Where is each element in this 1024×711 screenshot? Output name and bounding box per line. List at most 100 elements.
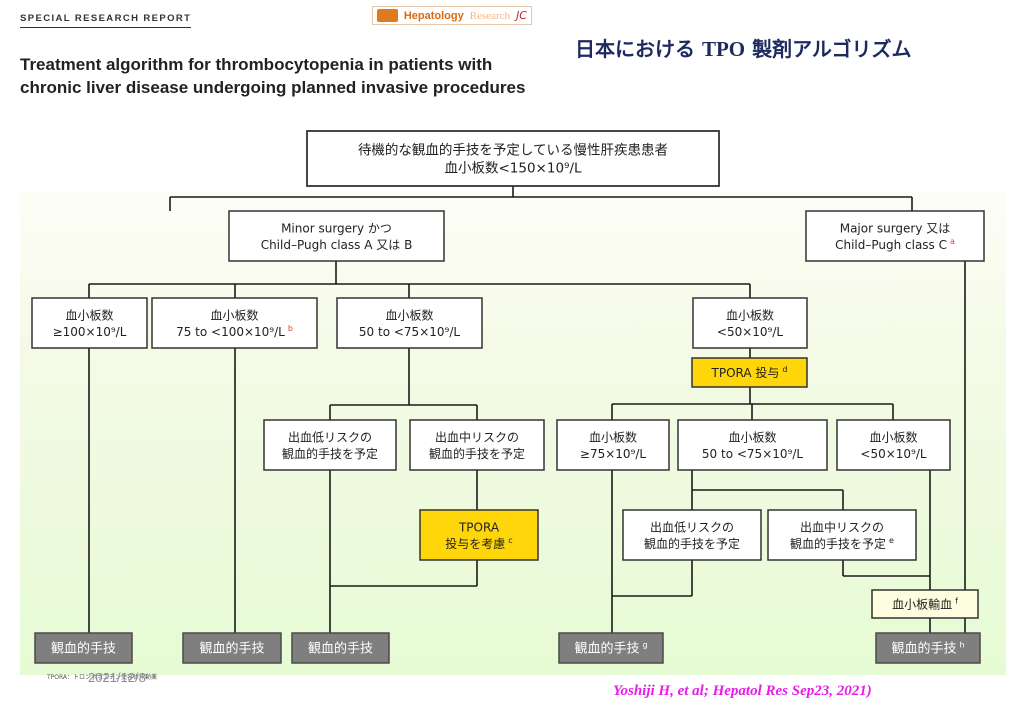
box-proc-3: 観血的手技 xyxy=(291,632,390,664)
box-text-line1: 出血中リスクの xyxy=(800,519,884,534)
box-frame xyxy=(419,509,539,561)
box-text-line2: <50×10⁹/L xyxy=(860,447,927,461)
box-frame xyxy=(767,509,917,561)
footnote-marker: h xyxy=(959,641,964,650)
footnote-marker: f xyxy=(955,597,958,606)
journal-mark-icon xyxy=(377,9,398,22)
date-label: 2021/12/8 xyxy=(88,670,146,685)
box-text-line1: 出血中リスクの xyxy=(435,429,519,444)
box-minor: Minor surgery かつ Child–Pugh class A 又は B xyxy=(228,210,445,262)
japanese-title: 日本における TPO 製剤アルゴリズム xyxy=(575,33,912,62)
english-title: Treatment algorithm for thrombocytopenia… xyxy=(20,53,525,99)
box-frame xyxy=(228,210,445,262)
english-title-line1: Treatment algorithm for thrombocytopenia… xyxy=(20,55,493,74)
box-text-line1: 観血的手技 xyxy=(308,641,373,657)
journal-logo: Hepatology Research JC xyxy=(372,6,532,25)
box-frame xyxy=(336,297,483,349)
footnote-marker: b xyxy=(288,324,293,333)
box-frame xyxy=(871,589,979,619)
box-text-line2: Child–Pugh class A 又は B xyxy=(261,238,413,252)
box-text-line1: 血小板数 xyxy=(869,429,917,444)
box-text-line1: Minor surgery かつ xyxy=(281,221,392,235)
box-plt-ge100: 血小板数≥100×10⁹/L xyxy=(31,297,148,349)
box-frame xyxy=(805,210,985,262)
box-frame xyxy=(306,130,720,187)
box-text-line1: 出血低リスクの xyxy=(288,430,372,444)
box-plt-lt50: 血小板数 <50×10⁹/L xyxy=(692,297,808,349)
box-frame xyxy=(836,419,951,471)
box-text-line2: ≥75×10⁹/L xyxy=(580,447,647,461)
box-text-line1: Major surgery 又は xyxy=(840,221,951,235)
box-post-50-75: 血小板数 50 to <75×10⁹/L xyxy=(677,419,828,471)
journal-jc-icon: JC xyxy=(516,9,527,22)
japanese-title-post: 製剤アルゴリズム xyxy=(752,37,912,61)
journal-name-part1: Hepatology xyxy=(403,9,464,22)
box-frame xyxy=(677,419,828,471)
box-text-line1: 出血低リスクの xyxy=(650,520,734,534)
box-text-line1: 血小板数 xyxy=(726,307,774,322)
box-text-line2: 50 to <75×10⁹/L xyxy=(702,447,803,461)
box-text-line1: 血小板数 xyxy=(210,307,258,322)
box-frame xyxy=(409,419,545,471)
box-frame xyxy=(691,357,808,388)
footnote-marker: c xyxy=(508,536,512,545)
box-post-lt50: 血小板数 <50×10⁹/L xyxy=(836,419,951,471)
box-frame xyxy=(291,632,390,664)
footnote-marker: a xyxy=(950,237,955,246)
tpora-footnote: TPORA：トロンボポエチン受容体作動薬 xyxy=(47,674,158,681)
box-frame xyxy=(34,632,133,664)
box-text-line1: 待機的な観血的手技を予定している慢性肝疾患患者 xyxy=(358,142,668,159)
box-text-line1: 血小板数 xyxy=(728,429,776,444)
flowchart-boxes: 待機的な観血的手技を予定している慢性肝疾患患者血小板数<150×10⁹/LMin… xyxy=(31,130,985,664)
box-text-line2: 観血的手技を予定 xyxy=(282,446,378,461)
journal-name-part2: Research xyxy=(469,9,511,22)
box-text-line1: 血小板数 xyxy=(589,429,637,444)
box-frame xyxy=(875,632,981,664)
box-text-line2: ≥100×10⁹/L xyxy=(53,325,127,339)
box-proc-2: 観血的手技 xyxy=(182,632,282,664)
box-frame xyxy=(692,297,808,349)
box-frame xyxy=(556,419,670,471)
box-frame xyxy=(31,297,148,349)
report-label: SPECIAL RESEARCH REPORT xyxy=(20,13,192,28)
box-frame xyxy=(558,632,664,664)
box-text-line1: 観血的手技 xyxy=(51,641,116,657)
box-text-line2: 観血的手技を予定 xyxy=(429,446,525,461)
footnote-marker: g xyxy=(642,641,647,650)
box-frame xyxy=(182,632,282,664)
connector-lines xyxy=(88,186,966,633)
english-title-line2: chronic liver disease undergoing planned… xyxy=(20,78,526,97)
box-text-line2: 観血的手技を予定 xyxy=(644,536,740,551)
japanese-title-pre: 日本における xyxy=(575,37,695,61)
box-proc-1: 観血的手技 xyxy=(34,632,133,664)
box-frame xyxy=(622,509,762,561)
box-frame xyxy=(263,419,397,471)
citation: Yoshiji H, et al; Hepatol Res Sep23, 202… xyxy=(613,683,872,699)
box-text-line1: 血小板数 xyxy=(385,307,433,322)
box-text-line2: 50 to <75×10⁹/L xyxy=(359,325,460,339)
box-frame xyxy=(151,297,318,349)
box-text-line2: <50×10⁹/L xyxy=(717,325,784,339)
box-plt-50-75: 血小板数 50 to <75×10⁹/L xyxy=(336,297,483,349)
box-post-ge75: 血小板数 ≥75×10⁹/L xyxy=(556,419,670,471)
footnote-marker: e xyxy=(889,536,894,545)
